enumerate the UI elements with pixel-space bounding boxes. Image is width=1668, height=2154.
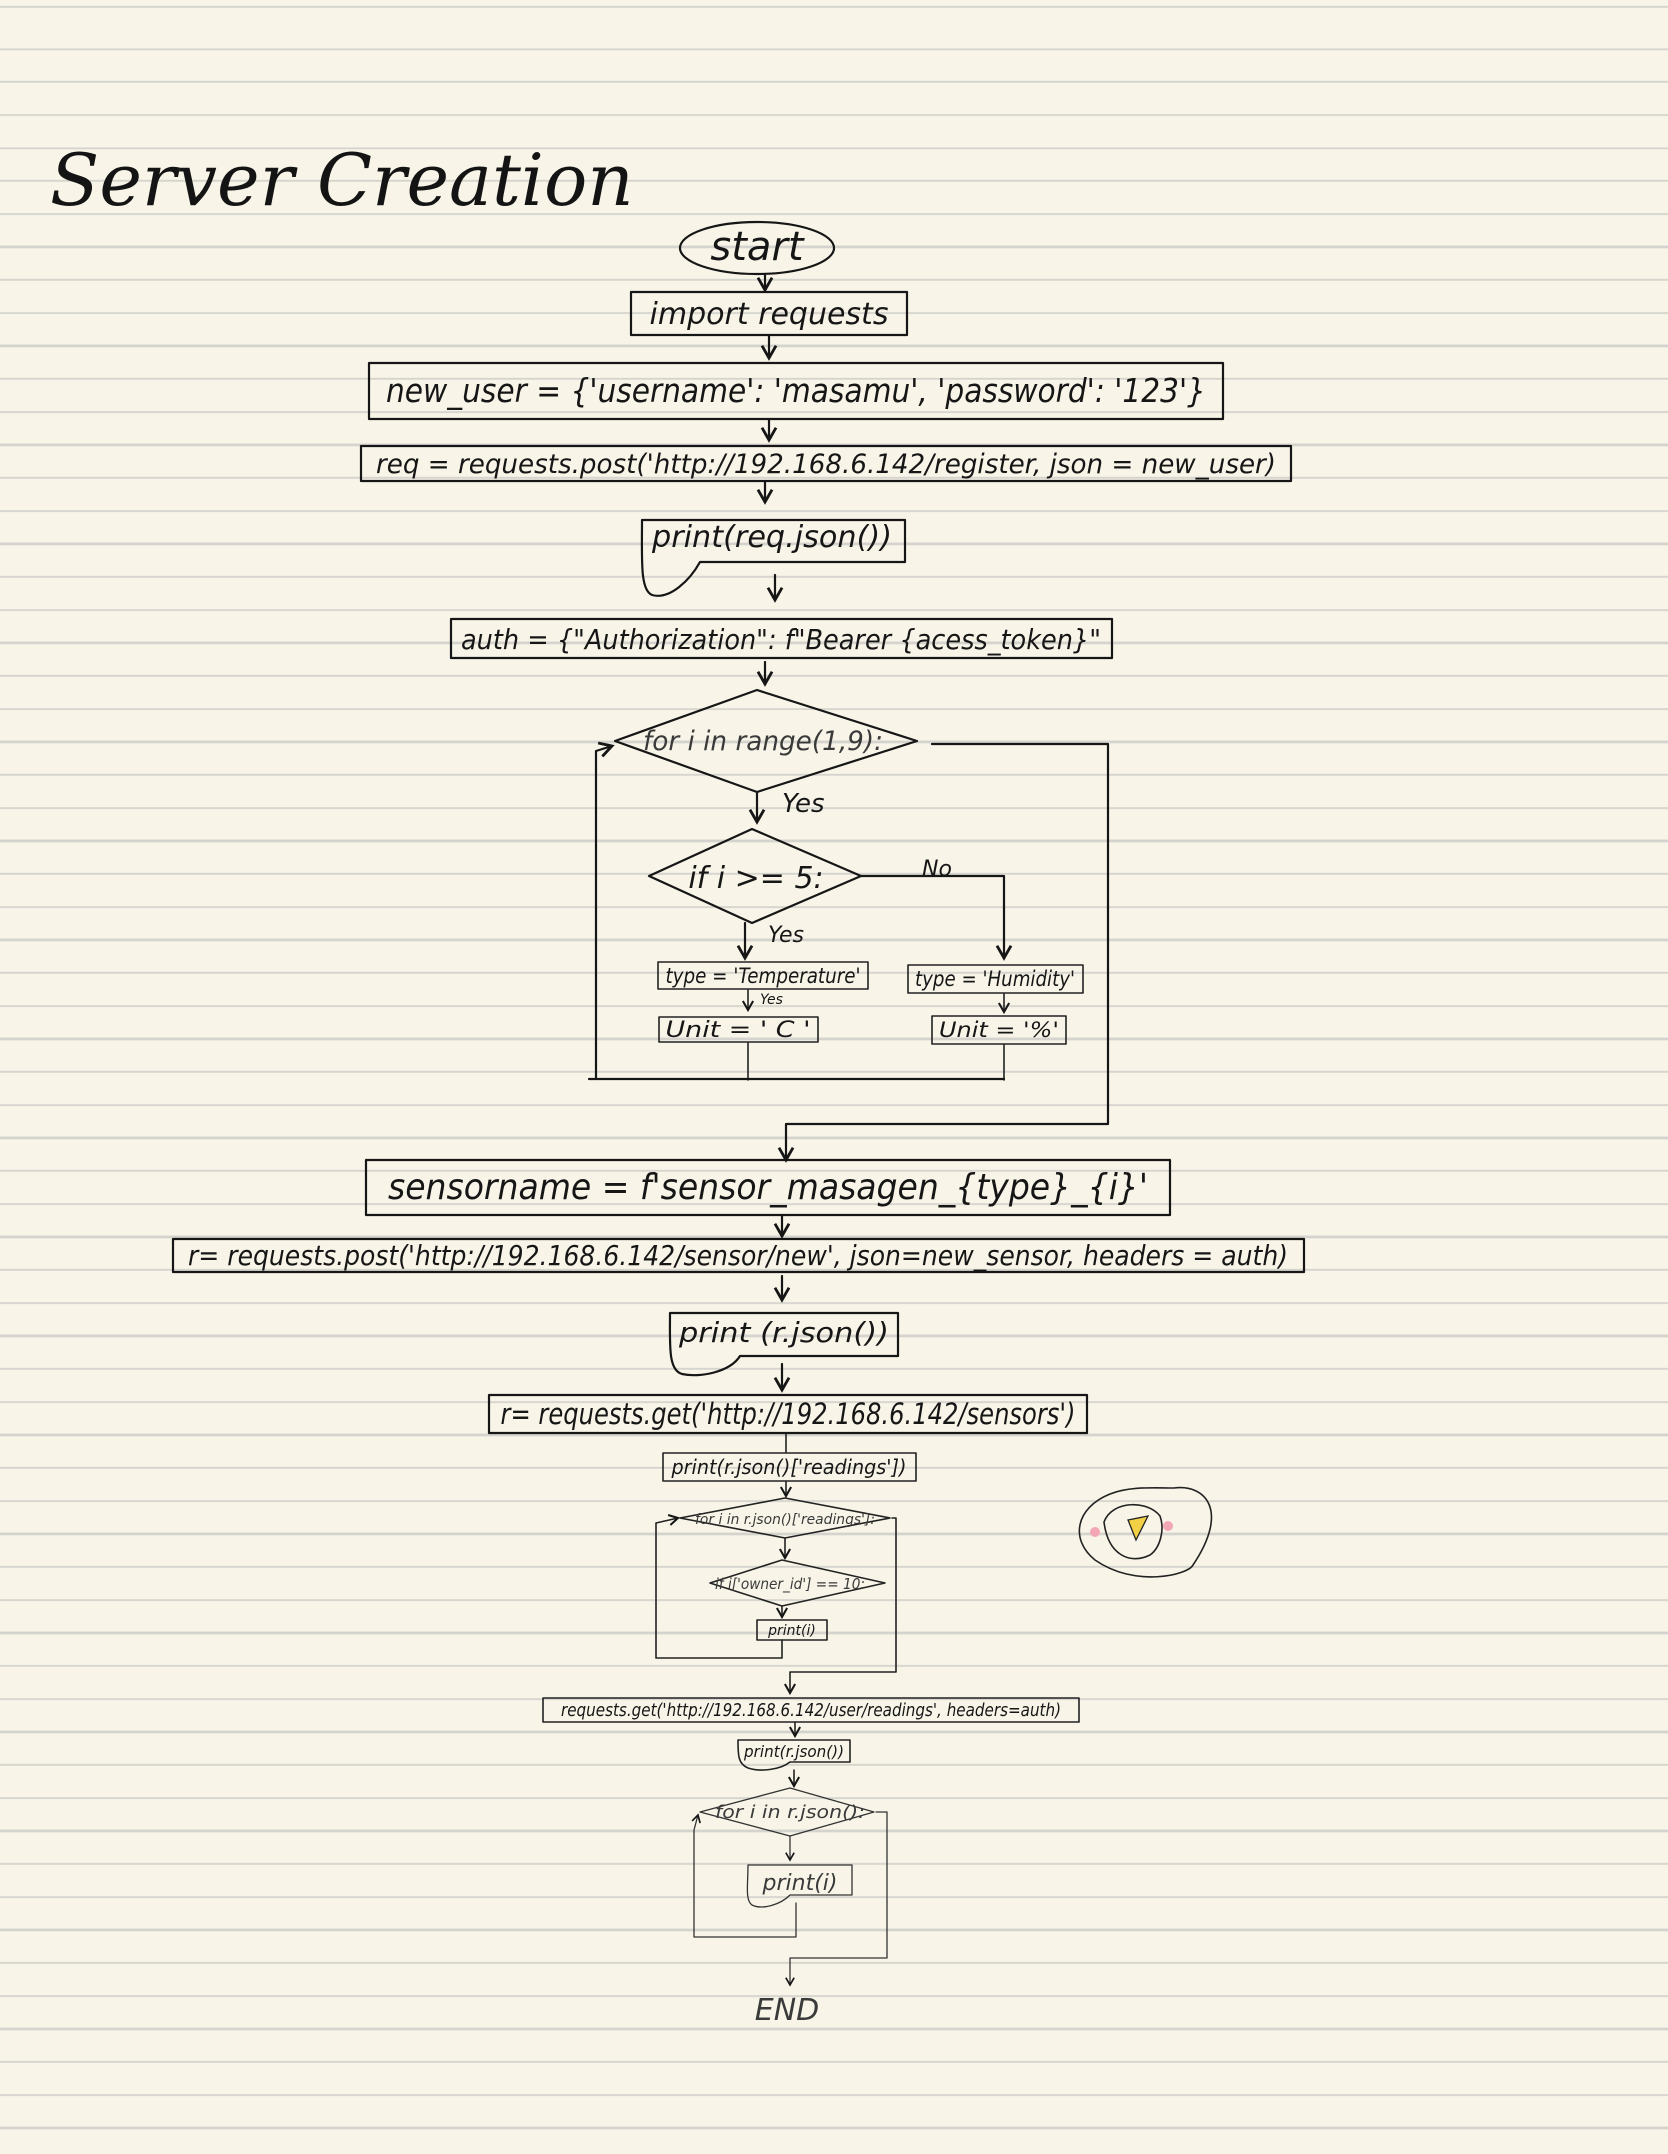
readings-loop-label: for i in r.json()['readings']: <box>695 1512 875 1528</box>
json-loop-label: for i in r.json(): <box>715 1802 865 1823</box>
get-sensors-box: r= requests.get('http://192.168.6.142/se… <box>487 1393 1089 1435</box>
type-temperature-label: type = 'Temperature' <box>666 964 861 988</box>
print-readings-label: print(r.json()['readings']) <box>671 1455 907 1479</box>
import-requests-box: import requests <box>629 290 909 337</box>
print-req-output: print(req.json()) <box>640 518 907 597</box>
sensorname-box: sensorname = f'sensor_masagen_{type}_{i}… <box>364 1158 1172 1217</box>
penguin-doodle-icon <box>1078 1486 1213 1578</box>
print-r2-label: print(r.json()) <box>743 1742 844 1761</box>
unit-celsius-label: Unit = ' C ' <box>666 1018 811 1043</box>
type-temperature-box: type = 'Temperature' <box>657 961 869 990</box>
type-humidity-label: type = 'Humidity' <box>915 967 1075 991</box>
post-sensor-label: r= requests.post('http://192.168.6.142/s… <box>188 1239 1288 1272</box>
new-user-label: new_user = {'username': 'masamu', 'passw… <box>386 371 1206 410</box>
print-r2-output: print(r.json()) <box>737 1739 851 1771</box>
page-title: Server Creation <box>50 138 634 222</box>
print-i2-output: print(i) <box>746 1864 853 1908</box>
post-sensor-box: r= requests.post('http://192.168.6.142/s… <box>171 1237 1306 1274</box>
readings-loop-decision: for i in r.json()['readings']: <box>679 1497 891 1539</box>
edge-label-yes-branch: Yes <box>768 923 804 948</box>
unit-percent-box: Unit = '%' <box>931 1015 1067 1045</box>
new-user-box: new_user = {'username': 'masamu', 'passw… <box>367 361 1225 421</box>
print-r-output: print (r.json()) <box>668 1311 900 1377</box>
type-humidity-box: type = 'Humidity' <box>907 964 1084 994</box>
edge-label-yes-small: Yes <box>760 992 783 1008</box>
owner-check-label: if i['owner_id'] == 10: <box>715 1575 865 1594</box>
get-user-readings-box: requests.get('http://192.168.6.142/user/… <box>542 1697 1080 1723</box>
register-request-box: req = requests.post('http://192.168.6.14… <box>359 444 1293 483</box>
range-loop-label: for i in range(1,9): <box>643 726 883 757</box>
if-threshold-label: if i >= 5: <box>688 861 823 896</box>
unit-percent-label: Unit = '%' <box>939 1018 1059 1042</box>
print-r-label: print (r.json()) <box>678 1316 889 1349</box>
get-user-readings-label: requests.get('http://192.168.6.142/user/… <box>561 1700 1061 1721</box>
edge-label-yes-loop: Yes <box>782 789 825 819</box>
import-requests-label: import requests <box>650 297 889 332</box>
sensorname-label: sensorname = f'sensor_masagen_{type}_{i}… <box>388 1167 1148 1208</box>
start-terminal: start <box>678 220 836 276</box>
print-req-label: print(req.json()) <box>651 520 892 555</box>
json-loop-decision: for i in r.json(): <box>699 1787 875 1837</box>
print-i-label: print(i) <box>767 1623 816 1639</box>
if-threshold-decision: if i >= 5: <box>647 827 863 925</box>
auth-header-box: auth = {"Authorization": f"Bearer {acess… <box>449 617 1114 660</box>
edge-label-no: No <box>922 857 952 882</box>
print-i2-label: print(i) <box>762 1871 838 1896</box>
unit-celsius-box: Unit = ' C ' <box>658 1016 819 1043</box>
register-request-label: req = requests.post('http://192.168.6.14… <box>376 449 1276 480</box>
owner-check-decision: if i['owner_id'] == 10: <box>709 1559 886 1607</box>
get-sensors-label: r= requests.get('http://192.168.6.142/se… <box>501 1397 1076 1431</box>
end-terminal: END <box>755 1993 820 2028</box>
start-label: start <box>710 224 804 270</box>
print-readings-box: print(r.json()['readings']) <box>662 1452 917 1482</box>
range-loop-decision: for i in range(1,9): <box>613 688 919 794</box>
auth-header-label: auth = {"Authorization": f"Bearer {acess… <box>461 623 1101 656</box>
print-i-box: print(i) <box>756 1619 828 1641</box>
